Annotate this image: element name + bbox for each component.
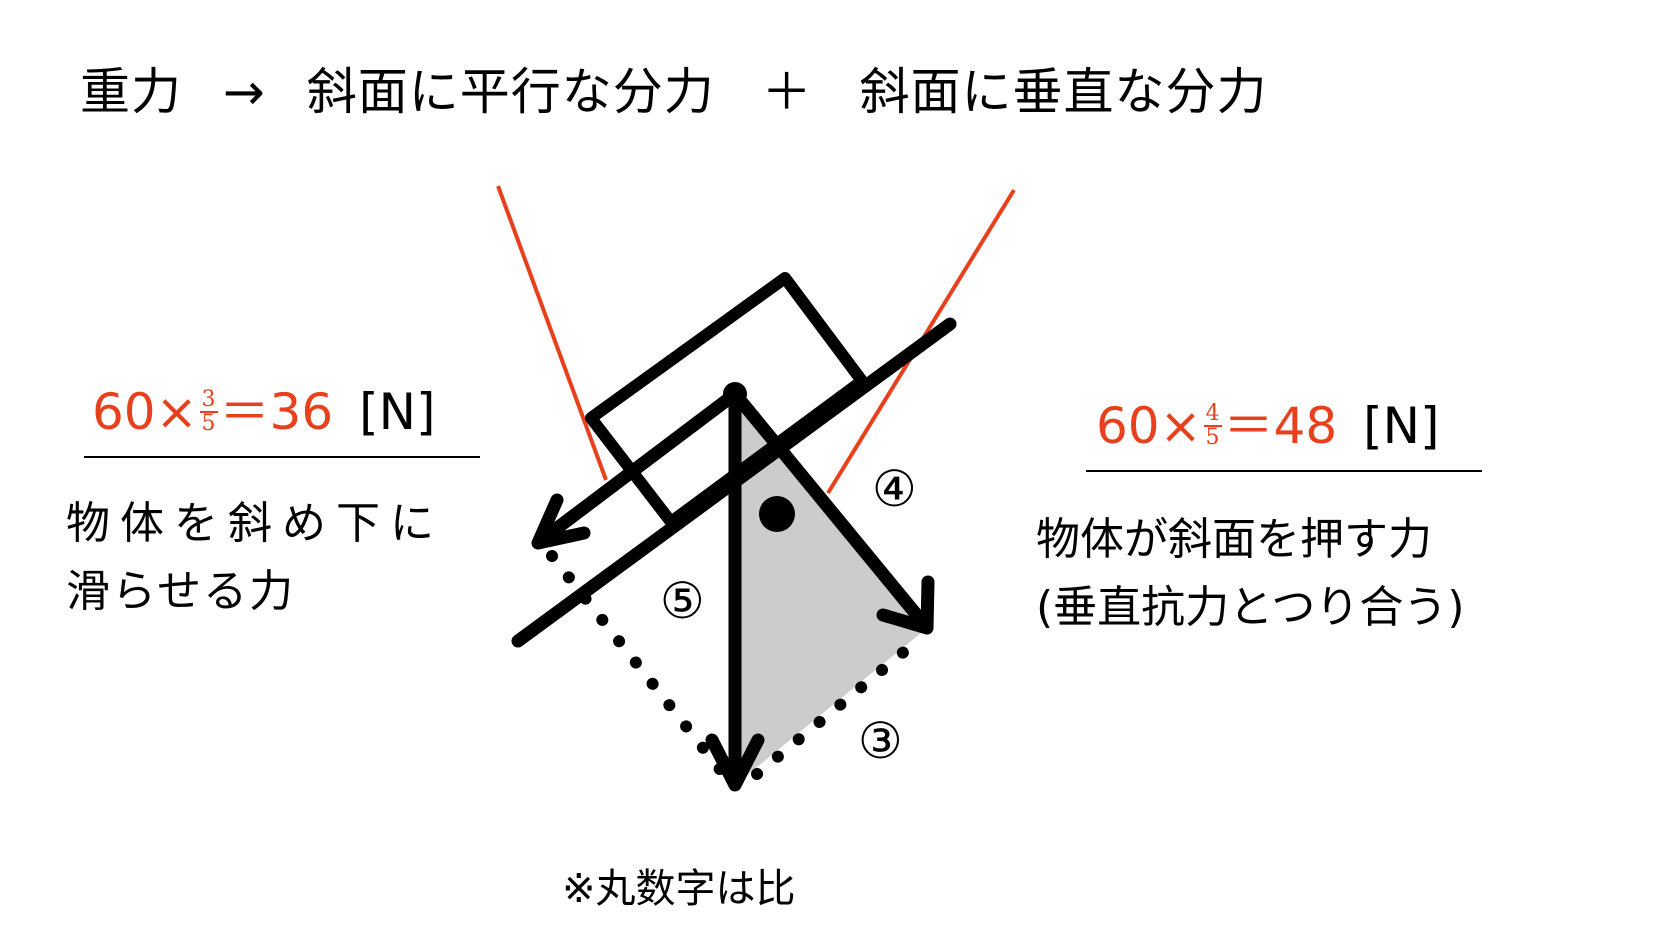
title-parallel-component: 斜面に平行な分力 [306,63,715,121]
perpendicular-component-arrow [728,387,932,632]
right-formula-base: 60× [1096,397,1202,455]
center-of-mass-dot [723,382,747,406]
left-formula-result: ＝36 [219,383,334,441]
left-fraction-numerator: 3 [199,386,218,413]
left-formula-base: 60× [92,383,198,441]
title-perpendicular-component: 斜面に垂直な分力 [859,63,1268,121]
title-arrow: → [222,63,266,121]
ratio-label-gravity: ⑤ [660,572,705,630]
right-description-line1: 物体が斜面を押す力 [1036,514,1432,565]
left-fraction-denominator: 5 [201,410,216,436]
red-guide-line-left [496,185,608,481]
left-description-line2: 滑らせる力 [66,566,296,617]
right-formula-result: ＝48 [1223,397,1338,455]
title-gravity: 重力 [80,63,182,121]
perpendicular-arrow-head [876,575,935,635]
dotted-line-right [751,634,924,780]
left-formula-underline [84,456,480,458]
page-title: 重力 → 斜面に平行な分力 ＋ 斜面に垂直な分力 [80,52,1268,124]
shaded-ratio-triangle [735,394,927,785]
right-formula-underline [1086,470,1482,472]
ratio-note: ※丸数字は比 [562,866,796,912]
right-fraction-denominator: 5 [1205,424,1220,450]
right-formula-unit: [N] [1363,397,1440,455]
gravity-arrow-head [705,733,765,792]
parallel-component-arrow [533,387,742,548]
left-description-line1: 物体を斜め下に [66,498,444,549]
ratio-label-perpendicular: ④ [872,460,917,518]
title-plus: ＋ [761,63,813,121]
right-description: 物体が斜面を押す力 (垂直抗力とつり合う) [1036,506,1465,642]
right-angle-marker-dot [759,496,795,532]
ratio-label-parallel: ③ [858,712,903,770]
right-fraction-numerator: 4 [1203,400,1222,427]
right-description-line2: (垂直抗力とつり合う) [1036,582,1465,633]
left-formula-unit: [N] [359,383,436,441]
left-description: 物体を斜め下に 滑らせる力 [66,490,444,626]
dotted-line-left [546,550,728,778]
parallel-arrow-head [531,493,591,550]
